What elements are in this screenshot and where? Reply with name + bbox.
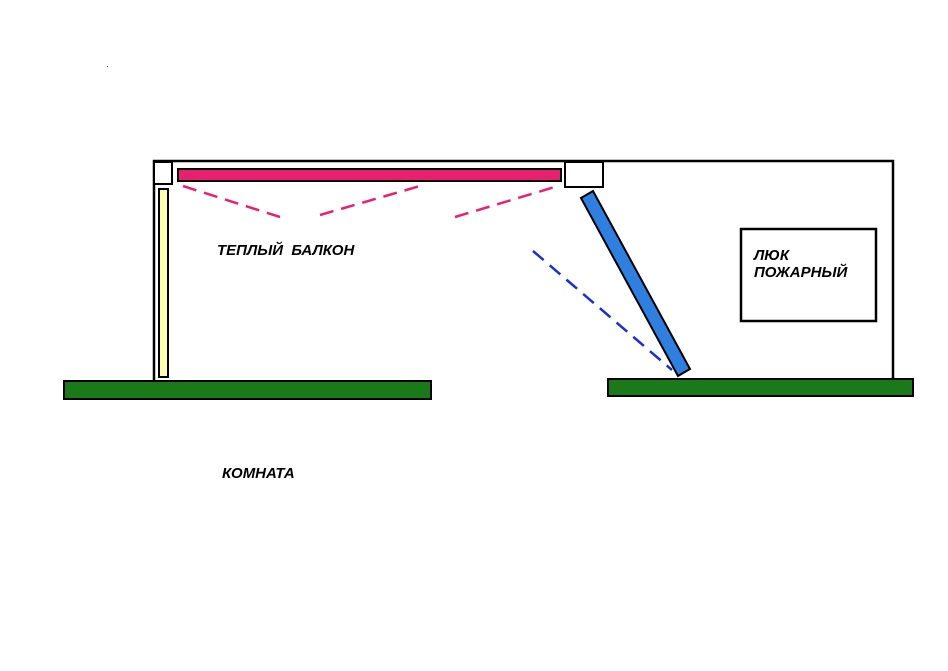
balcony-label: ТЕПЛЫЙ БАЛКОН [217,241,355,259]
floor-slab-right [607,378,914,397]
hatch-label-line1: ЛЮК [753,247,791,264]
hatch-ray [532,250,673,371]
speck [107,66,108,67]
window-pane [158,188,169,378]
floor-slab-left [63,380,432,400]
heater-ray [319,184,421,217]
heater-ray [454,184,559,219]
balcony-outline [152,159,895,380]
room-label: КОМНАТА [222,465,295,482]
hatch-panel [579,189,692,378]
hatch-label-line2: ПОЖАРНЫЙ [754,263,848,281]
heater-bar [177,168,562,182]
left-corner-block [153,161,173,185]
heater-ray [182,184,281,219]
hatch-box [739,227,878,323]
heater-rays [182,184,559,219]
right-corner-block [564,161,604,188]
